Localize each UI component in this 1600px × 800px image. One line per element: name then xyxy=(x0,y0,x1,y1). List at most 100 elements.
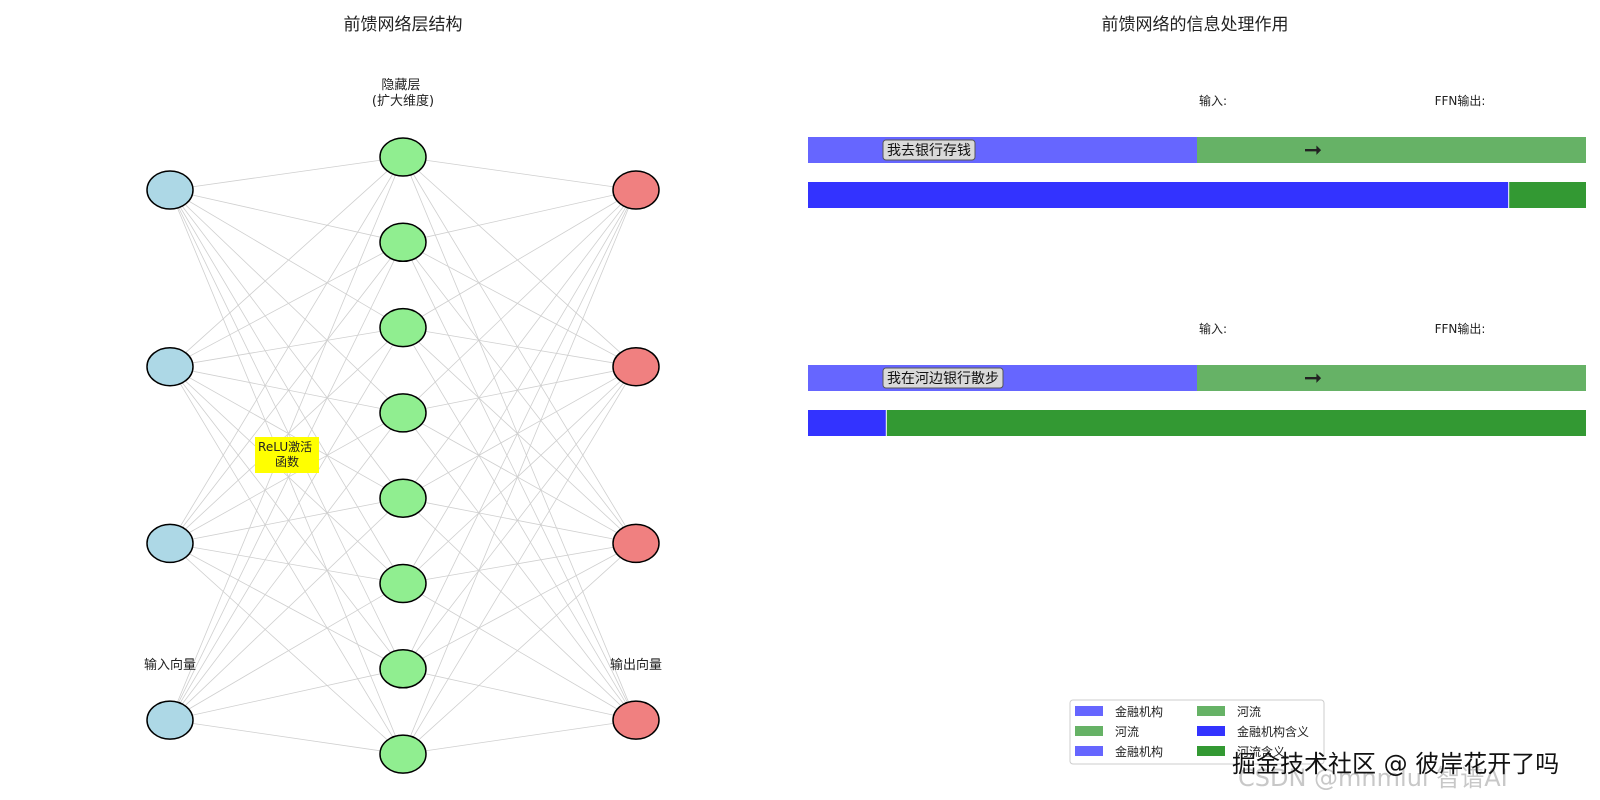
input-hidden-connection xyxy=(169,412,404,721)
ffn-information-panel: 前馈网络的信息处理作用 输入:FFN输出:我去银行存钱➞输入:FFN输出:我在河… xyxy=(808,15,1586,765)
sentence-box xyxy=(882,367,1004,389)
hidden-output-connection xyxy=(402,543,637,755)
hidden-node xyxy=(379,137,427,177)
legend-item-label: 金融机构含义 xyxy=(1237,724,1309,739)
hidden-output-connection xyxy=(402,719,637,755)
hidden-node xyxy=(379,649,427,689)
input-hidden-connection xyxy=(169,366,404,499)
hidden-output-connection xyxy=(402,366,637,414)
legend-item-label: 河流 xyxy=(1115,725,1139,739)
output-node xyxy=(612,523,660,564)
legend-item-label: 金融机构 xyxy=(1115,704,1163,719)
legend-swatch xyxy=(1075,746,1103,756)
input-hidden-connection xyxy=(169,189,404,328)
output-vector-label: 输出向量 xyxy=(610,657,662,673)
input-hidden-connection xyxy=(169,543,404,584)
relu-activation-line2: 函数 xyxy=(275,454,299,469)
hidden-output-connection xyxy=(402,189,637,414)
watermark-primary: 掘金技术社区 @ 彼岸花开了吗 xyxy=(1232,750,1560,778)
hidden-node xyxy=(379,307,427,348)
network-nodes xyxy=(146,137,660,774)
hidden-output-connection xyxy=(402,412,637,721)
output-node xyxy=(612,700,660,740)
legend-item-label: 金融机构 xyxy=(1115,744,1163,759)
hidden-output-connection xyxy=(402,156,637,721)
hidden-output-connection xyxy=(402,497,637,721)
example-input-label: 输入: xyxy=(1199,93,1227,108)
hidden-output-connection xyxy=(402,189,637,243)
input-node xyxy=(146,170,194,210)
hidden-output-connection xyxy=(402,242,637,544)
output-finance-meaning-bar xyxy=(808,182,1509,208)
ffn-structure-panel: 前馈网络层结构 隐藏层 (扩大维度) ReLU激活 函数 输入向量 输出向量 xyxy=(144,15,662,774)
arrow-icon: ➞ xyxy=(1304,366,1322,391)
input-hidden-connection xyxy=(169,412,404,544)
input-hidden-connection xyxy=(169,189,404,584)
example-input-label: 输入: xyxy=(1199,321,1227,336)
hidden-output-connection xyxy=(402,543,637,584)
hidden-layer-label-line2: (扩大维度) xyxy=(372,93,434,109)
hidden-output-connection xyxy=(402,543,637,670)
example-row: 输入: FFN输出: 我去银行存钱 ➞ xyxy=(808,93,1586,208)
legend-swatch xyxy=(1197,706,1225,716)
output-node xyxy=(612,346,660,387)
input-hidden-connection xyxy=(169,719,404,755)
hidden-node xyxy=(379,734,427,774)
hidden-output-connection xyxy=(402,156,637,191)
hidden-node xyxy=(379,478,427,518)
left-panel-title: 前馈网络层结构 xyxy=(344,15,463,35)
hidden-output-connection xyxy=(402,366,637,499)
output-node xyxy=(612,170,660,210)
legend-swatch xyxy=(1197,746,1225,756)
input-node xyxy=(146,700,194,740)
hidden-output-connection xyxy=(402,189,637,755)
example-sentence: 我在河边银行散步 xyxy=(887,371,999,387)
input-hidden-connection xyxy=(169,189,404,414)
hidden-output-connection xyxy=(402,156,637,367)
input-hidden-connection xyxy=(169,156,404,544)
input-hidden-connection xyxy=(169,366,404,414)
legend-item-label: 河流 xyxy=(1237,705,1261,719)
hidden-output-connection xyxy=(402,412,637,544)
hidden-output-connection xyxy=(402,327,637,721)
hidden-output-connection xyxy=(402,241,637,368)
hidden-output-connection xyxy=(402,366,637,584)
hidden-node xyxy=(379,563,427,604)
hidden-output-connection xyxy=(402,327,637,544)
input-hidden-connection xyxy=(169,543,404,755)
hidden-output-connection xyxy=(402,242,637,721)
input-hidden-connection xyxy=(169,189,404,243)
hidden-layer-label-line1: 隐藏层 xyxy=(381,78,420,93)
input-hidden-connection xyxy=(169,497,404,721)
input-hidden-connection xyxy=(169,189,404,499)
input-hidden-connection xyxy=(169,543,404,670)
hidden-output-connection xyxy=(402,327,637,368)
arrow-icon: ➞ xyxy=(1304,138,1322,163)
input-node xyxy=(146,346,194,387)
relu-activation-line1: ReLU激活 xyxy=(258,440,312,454)
output-river-meaning-bar xyxy=(1509,182,1586,208)
input-hidden-connection xyxy=(169,156,404,367)
hidden-node xyxy=(379,222,427,263)
input-river-bar xyxy=(1197,365,1586,391)
input-hidden-connection xyxy=(169,327,404,721)
hidden-output-connection xyxy=(402,366,637,755)
sentence-box xyxy=(882,139,976,161)
hidden-node xyxy=(379,393,427,433)
input-river-bar xyxy=(1197,137,1586,163)
input-hidden-connection xyxy=(169,366,404,670)
input-hidden-connection xyxy=(169,366,404,584)
hidden-output-connection xyxy=(402,156,637,544)
examples-group: 输入:FFN输出:我去银行存钱➞输入:FFN输出:我在河边银行散步➞ xyxy=(808,93,1586,436)
example-sentence: 我去银行存钱 xyxy=(887,143,971,159)
hidden-output-connection xyxy=(402,366,637,670)
input-hidden-connection xyxy=(169,583,404,721)
input-hidden-connection xyxy=(169,189,404,669)
input-hidden-connection xyxy=(169,327,404,368)
input-hidden-connection xyxy=(169,242,404,544)
example-ffn-output-label: FFN输出: xyxy=(1435,93,1486,108)
input-hidden-connection xyxy=(169,668,404,721)
hidden-output-connection xyxy=(402,497,637,544)
